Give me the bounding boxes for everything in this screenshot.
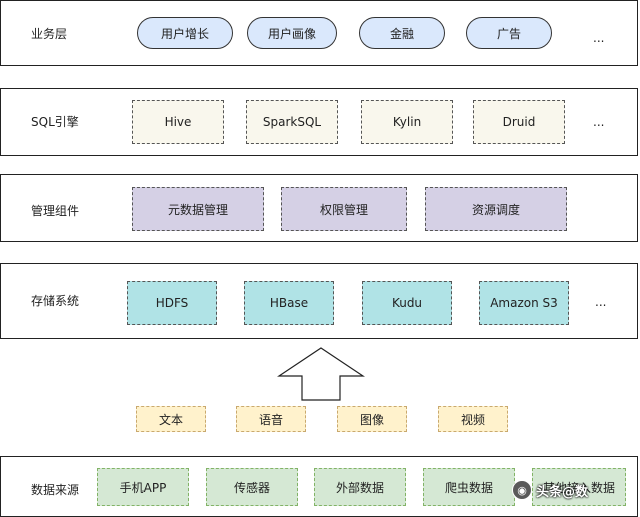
business-layer-label: 业务层 xyxy=(31,27,68,41)
storage-item-hbase[interactable]: HBase xyxy=(244,281,334,325)
storage-item-kudu[interactable]: Kudu xyxy=(362,281,452,325)
watermark: ◉ 头条@数 xyxy=(512,478,636,502)
management-item-permissions[interactable]: 权限管理 xyxy=(281,187,407,231)
sql-item-kylin[interactable]: Kylin xyxy=(361,100,453,144)
sql-item-hive[interactable]: Hive xyxy=(132,100,224,144)
source-item-crawler-data[interactable]: 爬虫数据 xyxy=(423,468,515,506)
sql-engine-layer-label: SQL引擎 xyxy=(31,115,79,129)
source-item-external-data[interactable]: 外部数据 xyxy=(314,468,406,506)
storage-layer-ellipsis: ... xyxy=(595,295,607,309)
management-item-scheduling[interactable]: 资源调度 xyxy=(425,187,567,231)
up-arrow-icon xyxy=(277,347,365,401)
sql-engine-layer-ellipsis: ... xyxy=(593,115,605,129)
business-item-user-growth[interactable]: 用户增长 xyxy=(137,17,233,49)
storage-item-hdfs[interactable]: HDFS xyxy=(127,281,217,325)
business-layer-ellipsis: ... xyxy=(593,31,605,45)
sql-item-sparksql[interactable]: SparkSQL xyxy=(246,100,338,144)
data-type-audio[interactable]: 语音 xyxy=(236,406,306,432)
storage-layer-label: 存储系统 xyxy=(31,294,80,308)
sql-engine-layer: SQL引擎 Hive SparkSQL Kylin Druid ... xyxy=(0,88,638,156)
business-item-user-profile[interactable]: 用户画像 xyxy=(247,17,337,49)
business-item-ads[interactable]: 广告 xyxy=(466,17,552,49)
source-item-other-data[interactable]: 其他接入数据 xyxy=(532,468,626,506)
data-type-text[interactable]: 文本 xyxy=(136,406,206,432)
sql-item-druid[interactable]: Druid xyxy=(473,100,565,144)
watermark-text: 头条@数 xyxy=(536,484,589,500)
data-type-video[interactable]: 视频 xyxy=(438,406,508,432)
data-source-layer-label: 数据来源 xyxy=(31,483,80,497)
storage-item-amazon-s3[interactable]: Amazon S3 xyxy=(479,281,569,325)
storage-layer: 存储系统 HDFS HBase Kudu Amazon S3 ... xyxy=(0,263,638,339)
business-item-finance[interactable]: 金融 xyxy=(359,17,445,49)
source-item-mobile-app[interactable]: 手机APP xyxy=(97,468,189,506)
management-layer: 管理组件 元数据管理 权限管理 资源调度 xyxy=(0,174,638,242)
business-layer: 业务层 用户增长 用户画像 金融 广告 ... xyxy=(0,0,638,66)
source-item-sensor[interactable]: 传感器 xyxy=(206,468,298,506)
management-item-metadata[interactable]: 元数据管理 xyxy=(132,187,264,231)
data-type-image[interactable]: 图像 xyxy=(337,406,407,432)
watermark-logo-icon: ◉ xyxy=(512,480,532,500)
management-layer-label: 管理组件 xyxy=(31,204,80,218)
